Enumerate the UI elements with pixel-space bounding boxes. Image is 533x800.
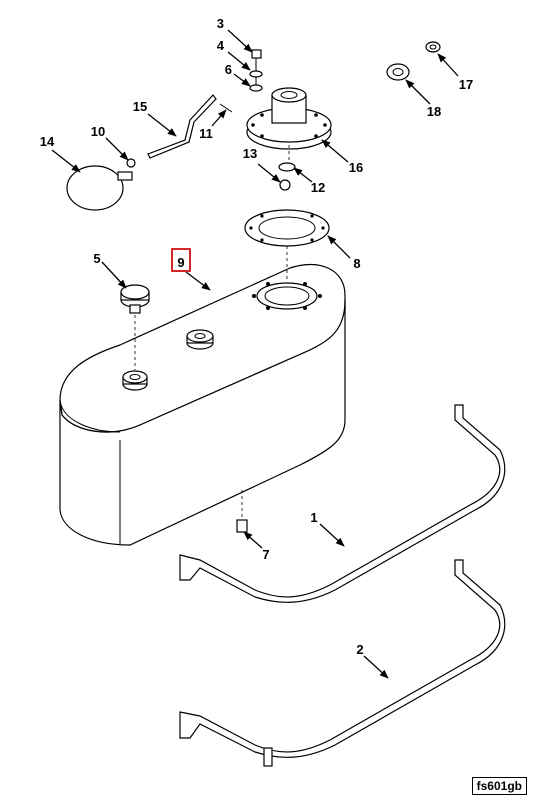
washer — [249, 84, 263, 92]
callout-7: 7 — [262, 547, 269, 562]
fuel-tank — [59, 263, 346, 546]
lockwasher — [249, 70, 263, 78]
callout-4: 4 — [217, 38, 225, 53]
filler-cap — [120, 284, 150, 370]
callout-3: 3 — [217, 16, 224, 31]
figure-id-label: fs601gb — [471, 777, 527, 795]
drain-plug — [236, 490, 248, 533]
tank-strap-lower — [179, 559, 506, 767]
callout-9: 9 — [177, 255, 184, 270]
check-ball — [279, 179, 291, 191]
callout-1: 1 — [310, 510, 317, 525]
float-arm — [147, 94, 217, 159]
callout-2: 2 — [356, 642, 363, 657]
callout-14: 14 — [40, 134, 55, 149]
tank-strap-upper — [179, 404, 506, 603]
callout-11: 11 — [199, 126, 213, 141]
callout-10: 10 — [91, 124, 105, 139]
seal — [278, 162, 296, 172]
highlight-box — [171, 248, 191, 272]
bushing — [386, 63, 410, 81]
callout-13: 13 — [243, 146, 257, 161]
fuel-sender — [246, 87, 332, 170]
float-stem — [117, 171, 133, 181]
callout-8: 8 — [353, 256, 360, 271]
callout-17: 17 — [459, 77, 473, 92]
callout-18: 18 — [427, 104, 441, 119]
callout-12: 12 — [311, 180, 325, 195]
callout-16: 16 — [349, 160, 363, 175]
plug — [425, 41, 441, 53]
callout-5: 5 — [93, 251, 100, 266]
callout-15: 15 — [133, 99, 147, 114]
float — [66, 165, 124, 211]
gasket — [244, 209, 330, 282]
bolt — [251, 49, 262, 88]
nut — [126, 158, 136, 168]
callout-6: 6 — [225, 62, 232, 77]
cotter-pin — [219, 103, 233, 113]
